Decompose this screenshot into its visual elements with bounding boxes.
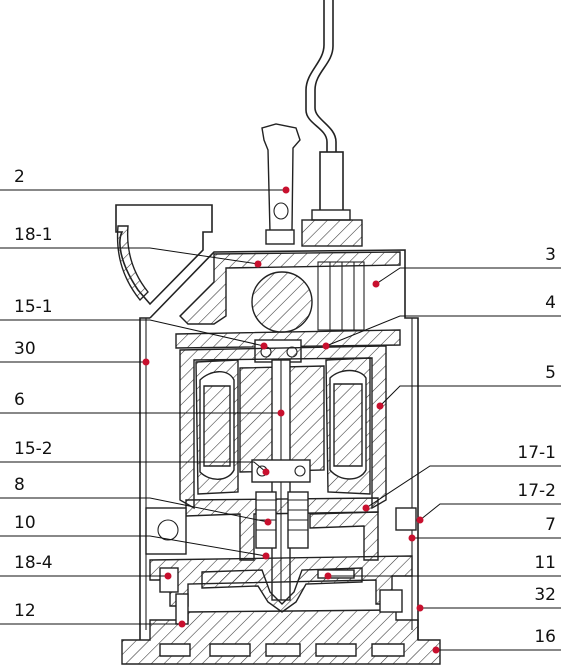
oil-plug-left: [145, 507, 187, 555]
marker-11: [324, 572, 332, 580]
top-cover: [179, 251, 401, 325]
leader-8: [0, 497, 269, 523]
marker-15-2: [262, 468, 270, 476]
callout-label-3: 3: [545, 245, 556, 265]
oil-plug-right: [395, 507, 417, 531]
marker-12: [178, 620, 186, 628]
outer-jacket: [149, 249, 419, 640]
callout-label-2: 2: [14, 167, 25, 187]
callout-label-18-1: 18-1: [14, 225, 53, 245]
marker-16: [432, 646, 440, 654]
leader-4: [325, 315, 561, 347]
gland-seal: [301, 219, 363, 247]
lifting-handle: [261, 123, 301, 233]
callout-label-11: 11: [534, 553, 556, 573]
lower-bearing: [251, 459, 311, 483]
callout-leaders: [0, 186, 561, 654]
callout-label-17-1: 17-1: [517, 443, 556, 463]
leader-15-1: [0, 319, 265, 347]
marker-15-1: [260, 342, 268, 350]
callout-label-7: 7: [545, 515, 556, 535]
callout-label-18-4: 18-4: [14, 553, 53, 573]
callout-label-12: 12: [14, 601, 36, 621]
marker-3: [372, 280, 380, 288]
callout-label-15-1: 15-1: [14, 297, 53, 317]
callout-label-30: 30: [14, 339, 36, 359]
marker-17-1: [362, 504, 370, 512]
gland-nut: [311, 209, 351, 221]
handle-base: [265, 229, 295, 245]
power-cable-inner: [314, 0, 337, 152]
callout-label-4: 4: [545, 293, 556, 313]
callout-label-32: 32: [534, 585, 556, 605]
screw-right: [379, 589, 403, 613]
marker-32: [416, 604, 424, 612]
outer-jacket-left: [139, 317, 150, 640]
callout-label-8: 8: [14, 475, 25, 495]
callout-labels: 2 18-1 15-1 30 6 15-2 8 10 18-4 12 3 4 5…: [14, 167, 556, 647]
base-stand: [121, 609, 441, 665]
callout-label-6: 6: [14, 390, 25, 410]
terminal-block: [317, 261, 365, 331]
bolt-left: [175, 593, 189, 625]
marker-2: [282, 186, 290, 194]
screw-left: [159, 567, 179, 593]
leader-17-2: [419, 503, 561, 521]
marker-7: [408, 534, 416, 542]
marker-6: [277, 409, 285, 417]
marker-18-1: [254, 260, 262, 268]
motor-housing: [179, 345, 387, 510]
marker-18-4: [164, 572, 172, 580]
callout-label-17-2: 17-2: [517, 481, 556, 501]
leader-3: [375, 267, 561, 285]
motor-top-plate: [175, 329, 401, 349]
leader-18-1: [0, 247, 259, 265]
pump-drawing: [115, 0, 441, 665]
marker-5: [376, 402, 384, 410]
leader-15-2: [0, 461, 267, 473]
marker-8: [264, 518, 272, 526]
leader-5: [379, 385, 561, 407]
callout-label-5: 5: [545, 363, 556, 383]
impeller: [201, 567, 363, 613]
power-cable: [305, 0, 328, 152]
impeller-vane: [317, 569, 355, 579]
callout-label-15-2: 15-2: [14, 439, 53, 459]
cable-gland: [319, 151, 344, 213]
marker-10: [262, 552, 270, 560]
marker-4: [322, 342, 330, 350]
marker-17-2: [416, 516, 424, 524]
float-switch: [251, 271, 313, 333]
marker-30: [142, 358, 150, 366]
callout-label-16: 16: [534, 627, 556, 647]
callout-label-10: 10: [14, 513, 36, 533]
leader-10: [0, 535, 267, 557]
discharge-wall: [116, 225, 149, 302]
leader-17-1: [365, 465, 561, 509]
handle-hole: [273, 202, 289, 220]
